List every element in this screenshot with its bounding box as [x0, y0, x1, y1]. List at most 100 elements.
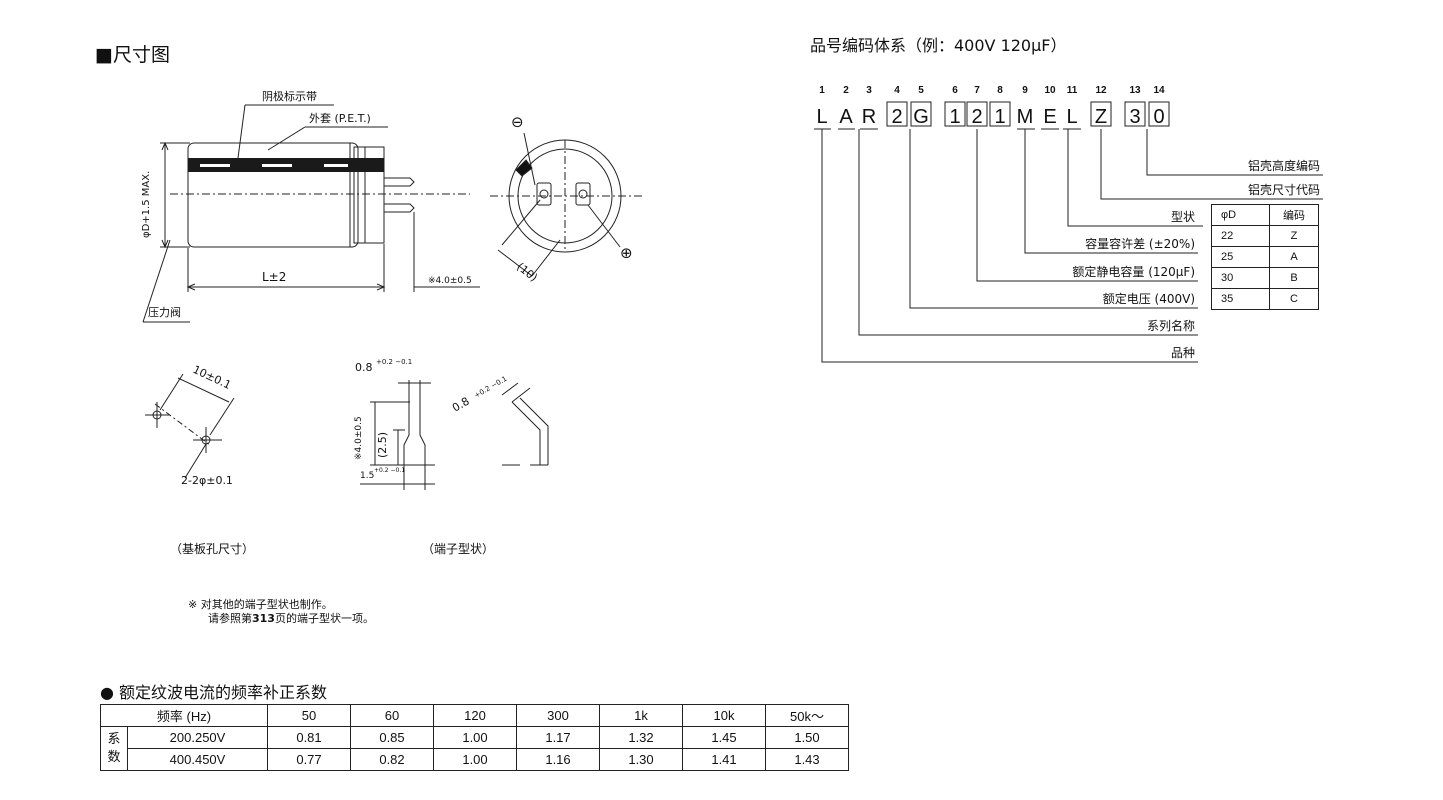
label-capacitance: 额定静电容量 (120µF)	[1072, 264, 1195, 279]
coef-cell: 1.30	[599, 748, 683, 771]
code-char-box	[910, 101, 932, 127]
coef-side-label: 系数	[100, 726, 128, 771]
code-char: A	[839, 106, 853, 128]
coef-cell: 1.43	[765, 748, 849, 771]
term-inner-label: (2.5)	[376, 432, 389, 458]
term-width-label: 0.8	[355, 361, 373, 374]
case-diameter: 25	[1211, 246, 1270, 268]
code-char: 0	[1153, 106, 1164, 128]
code-char: L	[1066, 106, 1077, 128]
code-position: 8	[997, 85, 1003, 96]
freq-cell: 60	[350, 704, 434, 727]
length-label: L±2	[262, 270, 286, 284]
code-position: 1	[819, 85, 825, 96]
table-row: φD 编码	[1211, 204, 1319, 226]
coef-cell: 0.85	[350, 726, 434, 749]
term-base-label: 1.5	[360, 471, 374, 481]
case-code: A	[1269, 246, 1319, 268]
case-code: B	[1269, 267, 1319, 289]
code-char-box	[1090, 101, 1112, 127]
label-shape: 型状	[1171, 210, 1195, 224]
term-side-width-label: 0.8	[450, 395, 472, 415]
capacitor-end	[353, 146, 385, 244]
code-char-box	[944, 101, 966, 127]
ripple-table: 频率 (Hz) 50 60 120 300 1k 10k 50k～ 系数 200…	[100, 704, 849, 771]
code-char: 2	[891, 106, 902, 128]
minus-symbol: ⊖	[511, 113, 524, 131]
case-table-header: 编码	[1269, 204, 1319, 226]
case-diameter: 35	[1211, 288, 1270, 310]
freq-header: 频率 (Hz)	[100, 704, 268, 727]
code-char: G	[913, 106, 929, 128]
term-side-tol: +0.2 −0.1	[473, 375, 508, 400]
code-system-title: 品号编码体系（例：400V 120µF）	[810, 36, 1067, 55]
note-line-2: 请参照第313页的端子型状一项。	[208, 612, 374, 625]
case-table-header: φD	[1211, 204, 1270, 226]
note-block: ※ 对其他的端子型状也制作。 请参照第313页的端子型状一项。	[188, 598, 374, 626]
code-char: R	[862, 106, 876, 128]
coef-cell: 1.50	[765, 726, 849, 749]
code-char: 3	[1129, 106, 1140, 128]
capacitor-body	[187, 142, 359, 248]
voltage-cell: 400.450V	[127, 748, 268, 771]
label-type: 品种	[1171, 346, 1195, 360]
term-len-label: ※4.0±0.5	[354, 416, 364, 460]
code-position: 10	[1044, 85, 1056, 96]
code-char: 2	[971, 106, 982, 128]
code-char: M	[1017, 106, 1034, 128]
cathode-band-label: 阴极标示带	[262, 89, 317, 103]
case-code: Z	[1269, 225, 1319, 247]
diameter-label: φD+1.5 MAX.	[141, 171, 152, 238]
code-char: Z	[1095, 106, 1107, 128]
lead-length-label: ※4.0±0.5	[428, 276, 472, 286]
table-row: 400.450V 0.77 0.82 1.00 1.16 1.30 1.41 1…	[101, 748, 849, 771]
label-case-size: 铝壳尺寸代码	[1248, 182, 1320, 197]
table-row: 系数 200.250V 0.81 0.85 1.00 1.17 1.32 1.4…	[100, 726, 849, 771]
caption-terminal: （端子型状）	[422, 542, 495, 556]
freq-cell: 50k～	[765, 704, 849, 727]
ripple-title: ● 额定纹波电流的频率补正系数	[100, 683, 328, 702]
pitch-label: (10)	[514, 260, 540, 284]
coef-cell: 1.00	[433, 726, 517, 749]
note-line-1: ※ 对其他的端子型状也制作。	[188, 598, 333, 611]
label-series: 系列名称	[1147, 318, 1195, 333]
code-char-box	[886, 101, 908, 127]
coef-cell: 1.17	[516, 726, 600, 749]
code-position: 12	[1095, 85, 1107, 96]
freq-cell: 10k	[682, 704, 766, 727]
code-char: L	[816, 106, 827, 128]
hole-dia-label: 2-2φ±0.1	[181, 474, 233, 487]
term-width-tol: +0.2 −0.1	[376, 358, 412, 366]
code-char-box	[989, 101, 1011, 127]
code-char-box	[1148, 101, 1170, 127]
code-position: 4	[894, 85, 900, 96]
code-char: 1	[994, 106, 1005, 128]
freq-cell: 120	[433, 704, 517, 727]
freq-cell: 300	[516, 704, 600, 727]
caption-board-hole: （基板孔尺寸）	[170, 542, 255, 556]
coef-cell: 0.82	[350, 748, 434, 771]
code-position: 11	[1067, 85, 1078, 96]
code-char-box	[1124, 101, 1146, 127]
freq-cell: 50	[267, 704, 351, 727]
code-position: 13	[1129, 85, 1141, 96]
dimensions-title: ■尺寸图	[95, 44, 170, 66]
freq-cell: 1k	[599, 704, 683, 727]
vent-label: 压力阀	[148, 305, 181, 319]
code-char-box	[966, 101, 988, 127]
coef-cell: 0.77	[267, 748, 351, 771]
coef-cell: 1.00	[433, 748, 517, 771]
label-case-height: 铝壳高度编码	[1248, 158, 1320, 173]
coef-cell: 1.16	[516, 748, 600, 771]
code-position: 5	[918, 85, 924, 96]
coef-cell: 1.45	[682, 726, 766, 749]
sleeve-label: 外套 (P.E.T.)	[309, 112, 371, 125]
code-position: 9	[1022, 85, 1028, 96]
code-char: E	[1043, 106, 1056, 128]
